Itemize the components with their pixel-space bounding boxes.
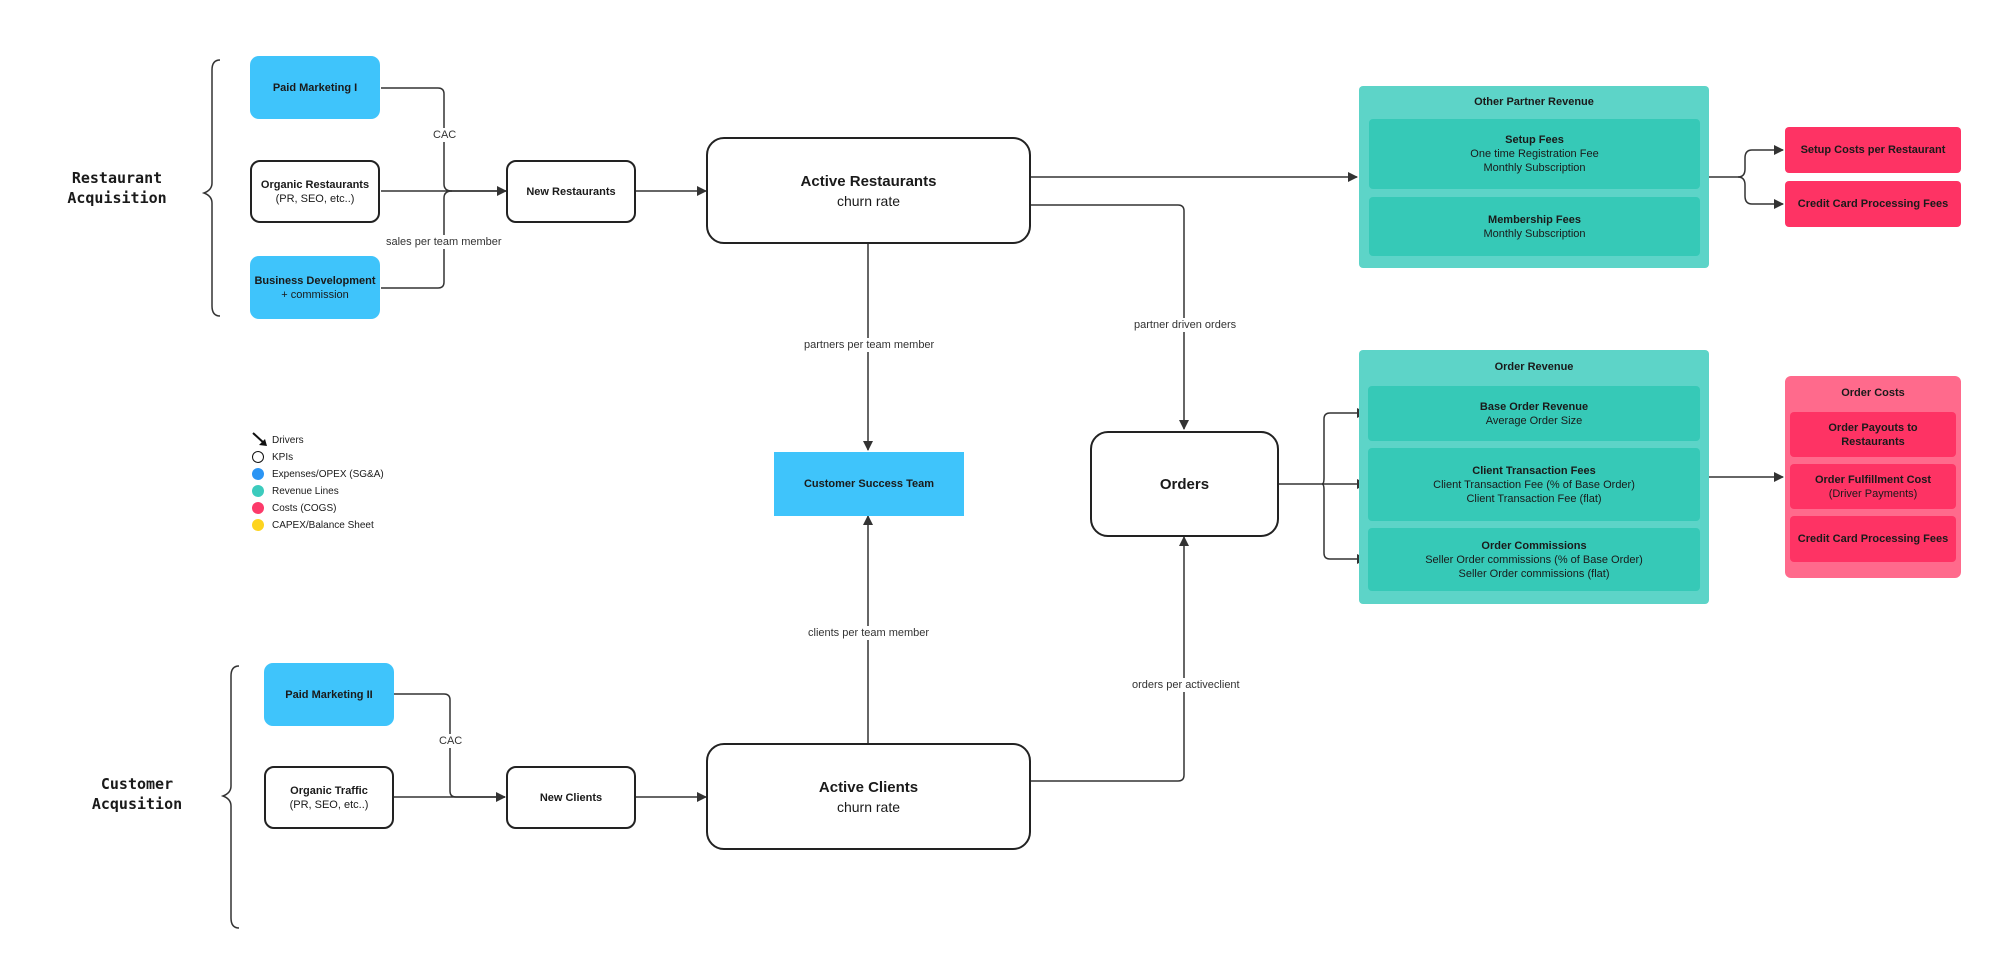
box-title: Order Commissions (1481, 539, 1587, 552)
credit-card-fees-box[interactable]: Credit Card Processing Fees (1785, 181, 1961, 227)
edge-label-partner-driven-orders: partner driven orders (1132, 318, 1239, 332)
box-title: Setup Costs per Restaurant (1800, 144, 1946, 156)
section-title-line: Restaurant (71, 169, 163, 187)
order-commissions-box[interactable]: Order Commissions Seller Order commissio… (1368, 528, 1700, 591)
other-partner-revenue-group: Other Partner Revenue Setup Fees One tim… (1359, 86, 1709, 268)
order-credit-card-fees-box[interactable]: Credit Card Processing Fees (1790, 516, 1956, 562)
paid-marketing-1-node[interactable]: Paid Marketing I (250, 56, 380, 119)
node-title: Business Development (254, 274, 376, 287)
legend-label: Revenue Lines (272, 485, 339, 497)
group-title: Other Partner Revenue (1474, 96, 1594, 108)
order-costs-group: Order Costs Order Payouts to Restaurants… (1785, 376, 1961, 578)
base-order-revenue-box[interactable]: Base Order Revenue Average Order Size (1368, 386, 1700, 441)
active-clients-node[interactable]: Active Clients churn rate (706, 743, 1031, 850)
legend-label: Expenses/OPEX (SG&A) (272, 468, 384, 480)
order-revenue-group: Order Revenue Base Order Revenue Average… (1359, 350, 1709, 604)
node-title: Active Restaurants (800, 172, 937, 190)
node-title: Orders (1159, 475, 1210, 493)
business-development-node[interactable]: Business Development + commission (250, 256, 380, 319)
legend-item: CAPEX/Balance Sheet (252, 517, 374, 533)
edge-label-sales-per-member: sales per team member (384, 235, 504, 249)
edge-label-partners-per-member: partners per team member (802, 338, 937, 352)
legend-label: Costs (COGS) (272, 502, 337, 514)
dot-icon (252, 468, 264, 480)
group-title: Order Costs (1841, 387, 1905, 399)
restaurant-bracket (201, 59, 221, 317)
edge-label-cac: CAC (437, 734, 465, 748)
node-label: Customer Success Team (803, 478, 935, 490)
box-subtitle: (Driver Payments) (1828, 487, 1918, 500)
box-title: Credit Card Processing Fees (1797, 533, 1949, 545)
edge-label-clients-per-member: clients per team member (806, 626, 932, 640)
customer-success-team-node[interactable]: Customer Success Team (774, 452, 964, 516)
section-title-line: Acqusition (91, 795, 183, 813)
node-title: Active Clients (818, 778, 919, 796)
box-line: Seller Order commissions (% of Base Orde… (1425, 553, 1643, 566)
box-title: Membership Fees (1488, 213, 1581, 226)
customer-bracket (220, 665, 240, 929)
box-title: Setup Fees (1505, 134, 1564, 146)
orders-node[interactable]: Orders (1090, 431, 1279, 537)
dot-icon (252, 502, 264, 514)
organic-restaurants-node[interactable]: Organic Restaurants (PR, SEO, etc..) (250, 160, 380, 223)
node-title: Organic Traffic (290, 784, 368, 797)
node-label: New Restaurants (526, 185, 616, 198)
box-line: Restaurants (1841, 435, 1905, 448)
box-line: One time Registration Fee (1470, 148, 1599, 160)
paid-marketing-2-node[interactable]: Paid Marketing II (264, 663, 394, 726)
node-label: Paid Marketing II (285, 688, 373, 701)
legend-item: Revenue Lines (252, 483, 339, 499)
node-label: New Clients (539, 791, 603, 804)
setup-costs-box[interactable]: Setup Costs per Restaurant (1785, 127, 1961, 173)
box-title: Client Transaction Fees (1472, 464, 1596, 477)
order-fulfillment-box[interactable]: Order Fulfillment Cost (Driver Payments) (1790, 464, 1956, 509)
section-title-line: Acquisition (67, 189, 167, 207)
legend-label: KPIs (272, 451, 294, 463)
node-subtitle: churn rate (836, 192, 901, 209)
box-line: Client Transaction Fee (% of Base Order) (1433, 478, 1635, 491)
legend-item: Costs (COGS) (252, 500, 336, 516)
node-subtitle: churn rate (836, 798, 901, 815)
circle-outline-icon (252, 451, 264, 463)
edge-label-cac: CAC (431, 128, 459, 142)
section-title-line: Customer (100, 775, 174, 793)
box-title: Credit Card Processing Fees (1797, 198, 1949, 210)
node-subtitle: (PR, SEO, etc..) (289, 798, 369, 811)
box-line: Monthly Subscription (1483, 227, 1586, 240)
box-line: Seller Order commissions (flat) (1458, 567, 1610, 580)
edge-label-orders-per-client: orders per activeclient (1130, 678, 1242, 692)
node-subtitle: + commission (281, 288, 349, 301)
new-restaurants-node[interactable]: New Restaurants (506, 160, 636, 223)
legend-label: Drivers (272, 434, 304, 446)
active-restaurants-node[interactable]: Active Restaurants churn rate (706, 137, 1031, 244)
dot-icon (252, 519, 264, 531)
legend-item: KPIs (252, 449, 293, 465)
section-restaurant-acquisition: Restaurant Acquisition (52, 168, 182, 208)
section-customer-acquisition: Customer Acqusition (72, 774, 202, 814)
organic-traffic-node[interactable]: Organic Traffic (PR, SEO, etc..) (264, 766, 394, 829)
legend-label: CAPEX/Balance Sheet (272, 519, 374, 531)
node-title: Organic Restaurants (260, 178, 370, 191)
node-label: Paid Marketing I (272, 81, 358, 94)
node-subtitle: (PR, SEO, etc..) (275, 192, 355, 205)
dot-icon (252, 485, 264, 497)
client-transaction-fees-box[interactable]: Client Transaction Fees Client Transacti… (1368, 448, 1700, 521)
new-clients-node[interactable]: New Clients (506, 766, 636, 829)
box-line: Order Payouts to (1828, 421, 1918, 434)
membership-fees-box[interactable]: Membership Fees Monthly Subscription (1369, 197, 1700, 256)
arrow-icon (252, 432, 267, 446)
box-line: Client Transaction Fee (flat) (1466, 492, 1602, 505)
box-title: Order Fulfillment Cost (1814, 473, 1932, 486)
legend-item: Expenses/OPEX (SG&A) (252, 466, 384, 482)
order-payouts-box[interactable]: Order Payouts to Restaurants (1790, 412, 1956, 457)
setup-fees-box[interactable]: Setup Fees One time Registration Fee Mon… (1369, 119, 1700, 189)
box-line: Monthly Subscription (1483, 162, 1586, 174)
box-title: Base Order Revenue (1479, 400, 1589, 413)
group-title: Order Revenue (1494, 361, 1574, 373)
box-line: Average Order Size (1485, 414, 1583, 427)
legend-item: Drivers (252, 432, 304, 448)
